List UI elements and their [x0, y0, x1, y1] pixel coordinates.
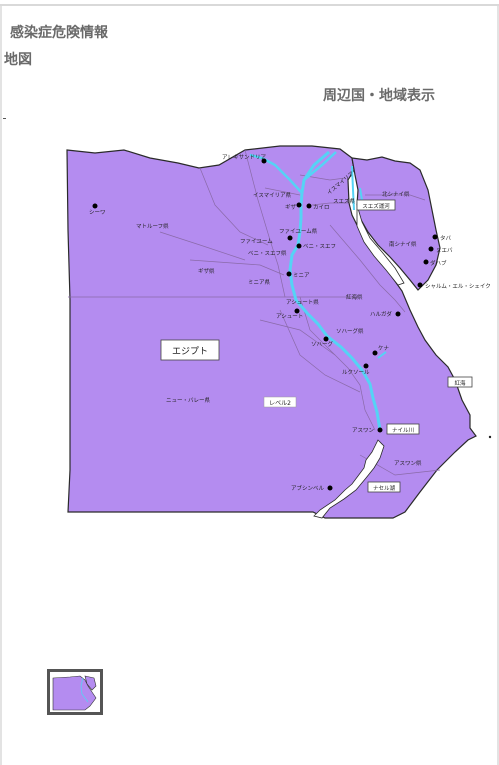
suez-canal-line — [351, 165, 355, 211]
city-dot-beni-suef — [296, 243, 302, 249]
region-label-sohag-gov: ソハーグ県 — [336, 327, 364, 335]
nile-delta-east — [303, 151, 337, 181]
left-border — [0, 6, 2, 765]
city-dot-siwa — [92, 203, 98, 209]
neighbors-toggle-link[interactable]: 周辺国・地域表示 — [323, 88, 435, 104]
nile-label-box: ナイル川 — [386, 423, 420, 435]
city-label-hurghada: ハルガダ — [370, 310, 392, 318]
region-label-suez-gov: スエズ県 — [333, 197, 356, 205]
city-label-qena: ケナ — [378, 345, 390, 352]
region-label-minya-gov: ミニア県 — [248, 279, 271, 286]
country-label-box[interactable]: エジプト — [160, 339, 220, 361]
city-label-beni-suef: ベニ・スエフ — [303, 243, 336, 250]
gulf-of-suez — [356, 204, 405, 286]
region-label-south-sinai: 南シナイ県 — [389, 240, 417, 248]
city-label-luxor: ルクソール — [342, 369, 370, 376]
page-title: 感染症危険情報 — [10, 25, 108, 41]
region-label-red-sea-gov: 紅海県 — [346, 293, 363, 301]
region-label-north-sinai: 北シナイ県 — [382, 190, 410, 198]
nile-label: ナイル川 — [392, 427, 414, 434]
egypt-land — [66, 145, 477, 519]
city-dot-taba — [432, 234, 438, 240]
city-label-abu-simbel: アブシンベル — [291, 484, 325, 492]
level-label-box: レベル2 — [263, 396, 297, 408]
red-sea-label: 紅海 — [454, 379, 466, 387]
city-dot-nuweiba — [428, 246, 434, 252]
luxor-channel — [377, 351, 387, 359]
city-label-nuweiba: ヌエバ — [436, 247, 453, 254]
city-label-minya: ミニア — [293, 272, 310, 279]
city-dots — [92, 158, 438, 491]
city-dot-abu-simbel — [327, 485, 333, 491]
top-border — [0, 4, 499, 6]
city-label-cairo: カイロ — [313, 204, 330, 211]
country-label: エジプト — [172, 346, 208, 357]
suez-label: スエズ運河 — [362, 202, 390, 210]
region-label-fayoum-gov: ファイユーム県 — [279, 228, 318, 235]
city-dot-giza — [296, 202, 302, 208]
city-label-dahab: ダハブ — [430, 259, 447, 267]
city-label-giza: ギザ — [285, 204, 297, 211]
minimap-svg — [52, 675, 97, 711]
nasser-label: ナセル湖 — [373, 484, 396, 492]
city-dot-qena — [372, 350, 378, 356]
city-dot-minya — [286, 271, 292, 277]
city-label-sohag: ソハーグ — [311, 340, 334, 348]
region-label-new-valley: ニュー・バレー県 — [166, 397, 211, 404]
city-dot-assiut — [294, 308, 300, 314]
governorate-borders — [68, 149, 441, 476]
city-label-siwa: シーワ — [89, 209, 106, 216]
region-label-matrouh: マトルーフ県 — [136, 223, 169, 230]
city-dot-fayoum — [287, 235, 293, 241]
city-dot-sohag — [323, 336, 329, 342]
city-label-assiut: アシュート — [276, 313, 303, 320]
city-label-sharm: シャルム・エル・シェイク — [425, 283, 491, 290]
nile-delta-west — [249, 153, 303, 194]
region-label-ismailia-gov: イスマイリア県 — [253, 192, 292, 199]
border-mark — [488, 435, 492, 439]
suez-label-box: スエズ運河 — [356, 199, 396, 211]
region-label-assiut-gov: アシュート県 — [286, 299, 319, 306]
city-dot-alexandria — [261, 158, 267, 164]
overview-minimap[interactable] — [47, 669, 103, 715]
city-dot-dahab — [423, 259, 429, 265]
nile-river — [288, 150, 382, 431]
city-label-taba: タバ — [440, 234, 452, 242]
lake-nasser — [313, 439, 385, 519]
region-label-aswan-gov: アスワン県 — [394, 460, 422, 467]
edge-tick — [3, 118, 6, 119]
city-dot-luxor — [363, 363, 369, 369]
red-sea-label-box: 紅海 — [447, 376, 473, 388]
city-dot-hurghada — [395, 311, 401, 317]
city-dot-aswan — [377, 427, 383, 433]
city-dot-sharm — [417, 282, 423, 288]
map-heading: 地図 — [4, 52, 32, 68]
right-border — [497, 6, 499, 765]
region-label-beni-suef-gov: ベニ・スエフ県 — [248, 250, 287, 257]
region-label-giza-gov: ギザ県 — [198, 268, 215, 275]
level-label: レベル2 — [269, 400, 291, 407]
city-label-alexandria: アレキサンドリア — [222, 154, 267, 161]
city-dot-cairo — [306, 203, 312, 209]
city-label-fayoum: ファイユーム — [240, 238, 273, 245]
city-label-aswan: アスワン — [352, 427, 375, 434]
nasser-label-box: ナセル湖 — [367, 481, 401, 493]
